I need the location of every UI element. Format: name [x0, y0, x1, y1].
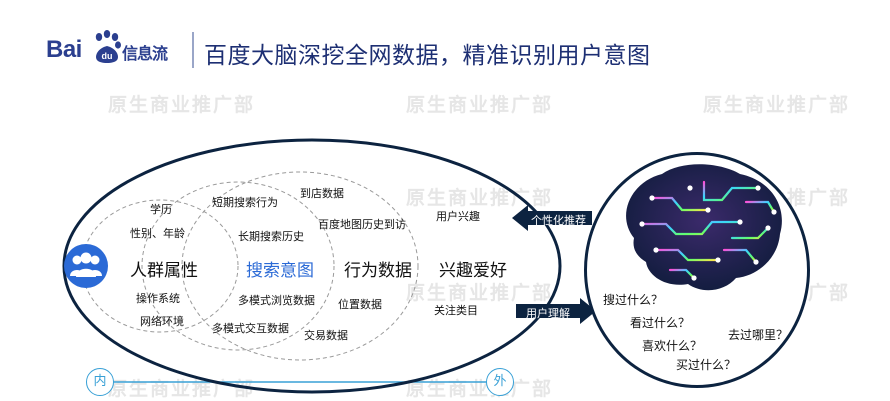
search-item: 短期搜索行为 [212, 196, 278, 209]
page-title: 百度大脑深挖全网数据，精准识别用户意图 [204, 43, 651, 69]
logo-product-text: 信息流 [122, 44, 168, 63]
outer-marker: 外 [486, 368, 514, 396]
watermark: 原生商业推广部 [406, 378, 554, 400]
interest-item: 关注类目 [434, 304, 478, 317]
inner-marker: 内 [86, 368, 114, 396]
recommend-arrow-label: 个性化推荐 [531, 214, 586, 227]
crowd-item: 网络环境 [140, 315, 184, 328]
brain-question: 看过什么？ [630, 316, 691, 330]
understand-arrow-label: 用户理解 [526, 307, 570, 320]
watermark: 原生商业推广部 [108, 94, 256, 116]
brain-question: 喜欢什么？ [642, 339, 703, 353]
svg-text:du: du [102, 51, 113, 61]
brain-question: 买过什么？ [676, 358, 737, 372]
watermark: 原生商业推广部 [703, 94, 851, 116]
crowd-attributes-title: 人群属性 [130, 261, 198, 281]
brain-question: 去过哪里？ [728, 328, 789, 342]
behavior-item: 交易数据 [304, 329, 348, 342]
watermark: 原生商业推广部 [406, 94, 554, 116]
interest-item: 用户兴趣 [436, 210, 480, 223]
behavior-ellipse [181, 171, 419, 361]
users-icon [70, 252, 102, 277]
behavior-data-title: 行为数据 [344, 261, 412, 281]
behavior-item: 位置数据 [338, 298, 382, 311]
logo-brand-text: Bai [46, 36, 82, 63]
recommend-arrow [512, 205, 592, 231]
users-icon-bg [64, 244, 108, 288]
baidu-paw-icon: du [95, 30, 121, 63]
baidu-feed-logo: Bai du 信息流 [46, 30, 181, 74]
search-item: 多模式浏览数据 [238, 294, 315, 307]
search-item: 多模式交互数据 [212, 322, 289, 335]
brain-question: 搜过什么？ [603, 293, 664, 307]
search-intent-title: 搜索意图 [246, 261, 314, 281]
crowd-item: 性别、年龄 [130, 227, 185, 240]
search-item: 长期搜索历史 [238, 230, 304, 243]
brain-icon [626, 164, 782, 291]
search-ellipse [141, 181, 335, 351]
behavior-item: 百度地图历史到访 [318, 218, 406, 231]
interests-title: 兴趣爱好 [439, 261, 507, 281]
understand-arrow [516, 298, 596, 324]
crowd-item: 学历 [150, 203, 172, 216]
behavior-item: 到店数据 [300, 187, 344, 200]
crowd-item: 操作系统 [136, 292, 180, 305]
watermark: 原生商业推广部 [406, 282, 554, 304]
header-divider [192, 32, 194, 68]
